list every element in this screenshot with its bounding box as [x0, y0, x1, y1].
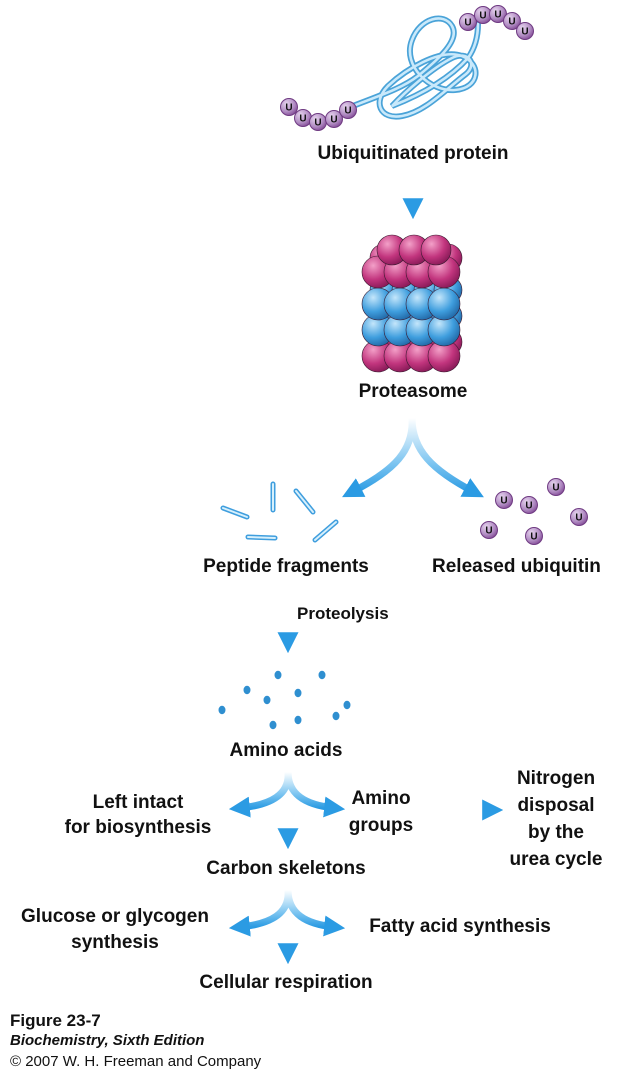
ubiquitin-icon: U [503, 12, 521, 30]
ubiquitin-letter: U [464, 18, 471, 29]
ubiquitin-letter: U [500, 496, 507, 507]
label-ubiquitinated-protein: Ubiquitinated protein [317, 143, 508, 164]
book-title: Biochemistry, Sixth Edition [10, 1032, 205, 1049]
label-glucose-line2: synthesis [71, 932, 159, 953]
ubiquitin-icon: U [516, 22, 534, 40]
peptide-fragment-highlight [222, 483, 337, 541]
ubiquitin-letter: U [575, 513, 582, 524]
ubiquitin-letter: U [314, 118, 321, 129]
proteasome-subunit [427, 287, 461, 321]
ubiquitin-letter: U [330, 115, 337, 126]
released-ubiquitin-icons: U U U U U U [480, 478, 588, 545]
amino-acid-dot-icon [218, 670, 351, 730]
peptide-fragment-icon [220, 481, 339, 543]
label-nitrogen-line3: by the [528, 822, 584, 843]
figure-number: Figure 23-7 [10, 1011, 101, 1030]
copyright: © 2007 W. H. Freeman and Company [10, 1053, 262, 1070]
proteasome-subunit [420, 234, 452, 266]
ubiquitin-letter: U [285, 103, 292, 114]
polypeptide-strand-icon [340, 15, 481, 120]
ubiquitin-letter: U [508, 17, 515, 28]
fork-arrow-icon [342, 417, 484, 498]
ubiquitin-icon: U [309, 113, 327, 131]
ubiquitin-icon: U [474, 6, 492, 24]
ubiquitin-icon: U [294, 109, 312, 127]
label-cellular-respiration: Cellular respiration [199, 972, 372, 993]
label-left-intact-line1: Left intact [93, 792, 184, 813]
ubiquitin-icon: U [339, 101, 357, 119]
label-nitrogen-line1: Nitrogen [517, 768, 595, 789]
label-carbon-skeletons: Carbon skeletons [206, 858, 365, 879]
label-released-ubiquitin: Released ubiquitin [432, 556, 601, 577]
label-amino-groups-line2: groups [349, 815, 413, 836]
ubiquitin-letter: U [485, 526, 492, 537]
ubiquitin-icon: U [525, 527, 543, 545]
label-peptide-fragments: Peptide fragments [203, 556, 369, 577]
label-fatty-acid-synthesis: Fatty acid synthesis [369, 916, 551, 937]
ubiquitin-icon: U [459, 13, 477, 31]
ubiquitin-icon: U [325, 110, 343, 128]
ubiquitin-icon: U [570, 508, 588, 526]
label-amino-groups-line1: Amino [351, 788, 410, 809]
ubiquitin-letter: U [521, 27, 528, 38]
ubiquitin-letter: U [494, 10, 501, 21]
ubiquitin-icon: U [480, 521, 498, 539]
three-way-arrow-icon [228, 771, 346, 850]
ubiquitin-letter: U [299, 114, 306, 125]
ubiquitin-letter: U [525, 501, 532, 512]
label-glucose-line1: Glucose or glycogen [21, 906, 209, 927]
label-nitrogen-line2: disposal [517, 795, 594, 816]
carbon-three-way-arrow-icon [228, 889, 346, 965]
proteasome-icon [361, 234, 463, 373]
figure-caption: Figure 23-7 Biochemistry, Sixth Edition … [10, 1010, 261, 1073]
ubiquitin-icon: U [280, 98, 298, 116]
label-proteolysis: Proteolysis [297, 604, 389, 623]
ubiquitin-icon: U [495, 491, 513, 509]
ubiquitin-icon: U [547, 478, 565, 496]
ubiquitin-letter: U [479, 11, 486, 22]
label-amino-acids: Amino acids [230, 740, 343, 761]
ubiquitin-icon: U [520, 496, 538, 514]
ubiquitin-letter: U [552, 483, 559, 494]
label-proteasome: Proteasome [359, 381, 468, 402]
ubiquitin-letter: U [530, 532, 537, 543]
label-nitrogen-line4: urea cycle [510, 849, 603, 870]
ubiquitin-letter: U [344, 106, 351, 117]
label-left-intact-line2: for biosynthesis [65, 817, 212, 838]
